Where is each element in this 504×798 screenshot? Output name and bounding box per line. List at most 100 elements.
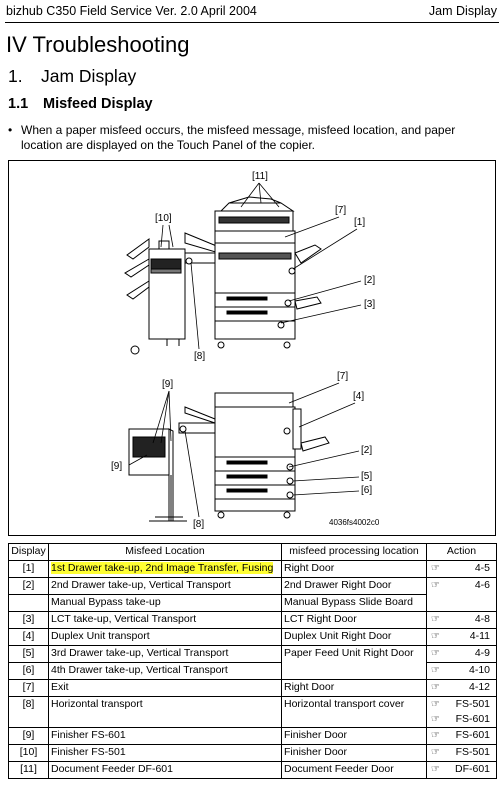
cell-display: [11] xyxy=(8,761,49,779)
callout-2-bottom: [2] xyxy=(361,445,372,456)
action-page-ref: FS-501 xyxy=(455,698,490,710)
bullet-text: When a paper misfeed occurs, the misfeed… xyxy=(21,123,456,152)
action-ref: ☞4-5 xyxy=(429,561,494,576)
action-page-ref: FS-501 xyxy=(455,746,490,758)
bullet-dot: • xyxy=(8,123,13,137)
cell-processing-location: Right Door xyxy=(281,560,427,578)
misfeed-location-text: Exit xyxy=(51,681,69,693)
misfeed-location-text: 3rd Drawer take-up, Vertical Transport xyxy=(51,647,229,659)
cell-display: [3] xyxy=(8,611,49,629)
cell-action: ☞4-10 xyxy=(426,662,497,680)
cell-misfeed-location: 3rd Drawer take-up, Vertical Transport xyxy=(48,645,282,663)
col-header-misfeed-location: Misfeed Location xyxy=(48,543,282,561)
table-row: [6]4th Drawer take-up, Vertical Transpor… xyxy=(8,662,497,680)
cell-processing-location: Finisher Door xyxy=(281,727,427,745)
action-page-ref: 4-12 xyxy=(468,681,490,693)
misfeed-table: Display Misfeed Location misfeed process… xyxy=(8,543,497,779)
callout-5: [5] xyxy=(361,471,372,482)
cell-action: ☞ 4-8 xyxy=(426,611,497,629)
hand-pointer-icon: ☞ xyxy=(431,665,440,676)
cell-action: ☞4-6 xyxy=(426,577,497,612)
cell-misfeed-location: Document Feeder DF-601 xyxy=(48,761,282,779)
cell-processing-location: Horizontal transport cover xyxy=(281,696,427,728)
cell-display: [6] xyxy=(8,662,49,680)
page-header: bizhub C350 Field Service Ver. 2.0 April… xyxy=(5,2,499,23)
cell-misfeed-location: Finisher FS-501 xyxy=(48,744,282,762)
cell-display: [10] xyxy=(8,744,49,762)
cell-display: [2] xyxy=(8,577,49,595)
cell-display: [9] xyxy=(8,727,49,745)
chapter-title: IV Troubleshooting xyxy=(6,32,190,57)
cell-misfeed-location: Exit xyxy=(48,679,282,697)
table-body: [1]1st Drawer take-up, 2nd Image Transfe… xyxy=(8,560,497,779)
cell-processing-location: 2nd Drawer Right Door xyxy=(281,577,427,595)
callout-4: [4] xyxy=(353,391,364,402)
top-copier-illustration xyxy=(124,196,322,355)
hand-pointer-icon: ☞ xyxy=(431,563,440,574)
cell-action: ☞ FS-601 xyxy=(426,727,497,745)
hand-pointer-icon: ☞ xyxy=(431,714,440,725)
hand-pointer-icon: ☞ xyxy=(431,699,440,710)
hand-pointer-icon: ☞ xyxy=(431,614,440,625)
misfeed-location-text: LCT take-up, Vertical Transport xyxy=(51,613,197,625)
action-ref: ☞ FS-601 xyxy=(429,728,494,743)
callout-11-top: [11] xyxy=(252,171,268,182)
action-ref: ☞DF-601 xyxy=(429,762,494,777)
cell-action: ☞4-11 xyxy=(426,628,497,646)
cell-display: [5] xyxy=(8,645,49,663)
action-page-ref: DF-601 xyxy=(454,763,490,775)
cell-processing-location: Document Feeder Door xyxy=(281,761,427,779)
misfeed-location-text: 1st Drawer take-up, 2nd Image Transfer, … xyxy=(51,562,274,574)
copier-diagram: [11] [10] [7] [1] [2] [3] [8] xyxy=(111,171,380,530)
cell-misfeed-location: 2nd Drawer take-up, Vertical Transport xyxy=(48,577,282,595)
hand-pointer-icon: ☞ xyxy=(431,631,440,642)
col-header-display: Display xyxy=(8,543,49,561)
action-page-ref: FS-601 xyxy=(455,729,490,741)
action-page-ref: FS-601 xyxy=(455,713,490,725)
table-row: [5]3rd Drawer take-up, Vertical Transpor… xyxy=(8,645,497,680)
table-row: [1]1st Drawer take-up, 2nd Image Transfe… xyxy=(8,560,497,578)
callout-7-bottom: [7] xyxy=(337,371,348,382)
cell-display xyxy=(8,594,49,612)
cell-action: ☞DF-601 xyxy=(426,761,497,779)
cell-processing-location: Finisher Door xyxy=(281,744,427,762)
cell-display: [8] xyxy=(8,696,49,728)
header-doc-title: bizhub C350 Field Service Ver. 2.0 April… xyxy=(6,4,257,18)
cell-processing-location: Paper Feed Unit Right Door xyxy=(281,645,427,680)
callout-8-bottom: [8] xyxy=(193,519,204,530)
figure-code: 4036fs4002c0 xyxy=(329,518,380,527)
hand-pointer-icon: ☞ xyxy=(431,730,440,741)
misfeed-location-text: 4th Drawer take-up, Vertical Transport xyxy=(51,664,228,676)
bottom-copier-illustration xyxy=(128,392,330,522)
cell-processing-location: Right Door xyxy=(281,679,427,697)
top-callouts: [11] [10] [7] [1] [2] [3] [8] xyxy=(155,171,375,362)
cell-action: ☞4-5 xyxy=(426,560,497,578)
callout-2-top: [2] xyxy=(364,275,375,286)
callout-6: [6] xyxy=(361,485,372,496)
action-ref: ☞4-12 xyxy=(429,680,494,695)
callout-9-upper: [9] xyxy=(162,379,173,390)
action-ref: ☞FS-501 xyxy=(429,745,494,760)
misfeed-location-text: Manual Bypass take-up xyxy=(51,596,161,608)
cell-processing-location: LCT Right Door xyxy=(281,611,427,629)
callout-1: [1] xyxy=(354,217,365,228)
cell-action: ☞ FS-501 ☞ FS-601 xyxy=(426,696,497,728)
hand-pointer-icon: ☞ xyxy=(431,648,440,659)
table-row: [3]LCT take-up, Vertical Transport LCT Ri… xyxy=(8,611,497,629)
cell-misfeed-location: 1st Drawer take-up, 2nd Image Transfer, … xyxy=(48,560,282,578)
header-section-title: Jam Display xyxy=(428,4,497,18)
cell-misfeed-location: 4th Drawer take-up, Vertical Transport xyxy=(48,662,282,680)
callout-8-top: [8] xyxy=(194,351,205,362)
action-ref: ☞ FS-601 xyxy=(429,712,494,727)
cell-misfeed-location: Manual Bypass take-up xyxy=(48,594,282,612)
table-header-row: Display Misfeed Location misfeed process… xyxy=(8,543,497,561)
action-ref: ☞ 4-8 xyxy=(429,612,494,627)
cell-processing-location: Duplex Unit Right Door xyxy=(281,628,427,646)
hand-pointer-icon: ☞ xyxy=(431,580,440,591)
action-page-ref: 4-8 xyxy=(474,613,490,625)
